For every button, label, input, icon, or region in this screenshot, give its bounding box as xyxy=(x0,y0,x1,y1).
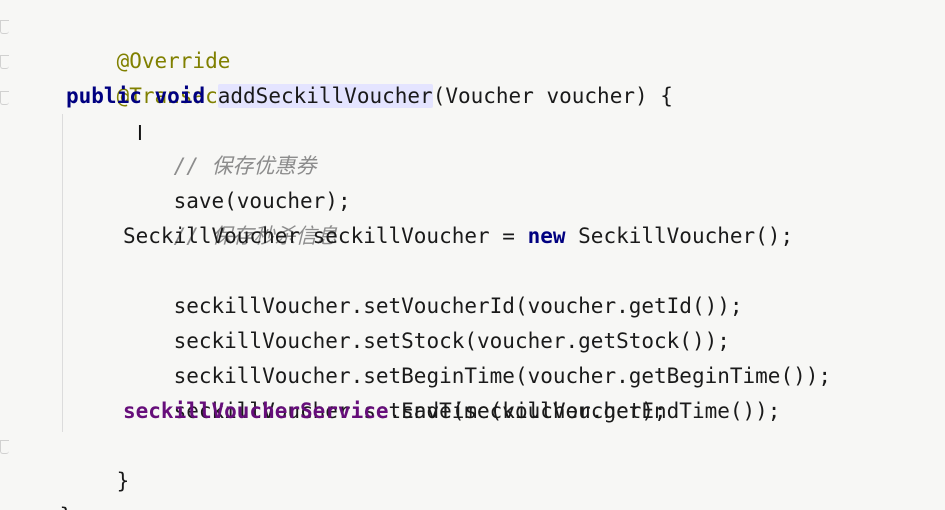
code-line-2[interactable]: @Transactional xyxy=(66,44,294,108)
declaration: SeckillVoucher seckillVoucher = xyxy=(123,224,528,248)
comment-save-coupon: // 保存优惠券 xyxy=(173,154,317,178)
service-save-call: .save(seckillVoucher); xyxy=(388,399,667,423)
fold-marker-icon[interactable] xyxy=(0,91,9,105)
set-stock-statement: seckillVoucher.setStock(voucher.getStock… xyxy=(173,329,730,353)
comment-save-seckill-info: // 保存秒杀信息 xyxy=(173,224,338,248)
code-line-9[interactable]: seckillVoucher.setStock(voucher.getStock… xyxy=(123,289,730,353)
code-line-1[interactable]: @Override xyxy=(66,9,231,73)
fold-marker-icon[interactable] xyxy=(0,20,9,34)
code-line-10[interactable]: seckillVoucher.setBeginTime(voucher.getB… xyxy=(123,324,831,388)
keyword-public: public xyxy=(66,84,142,108)
class-closing-brace: } xyxy=(60,504,73,510)
indent-guide xyxy=(62,114,63,432)
save-statement: save(voucher); xyxy=(173,189,351,213)
code-line-3[interactable]: public void addSeckillVoucher(Voucher vo… xyxy=(66,79,673,114)
code-line-13[interactable]: } xyxy=(66,429,130,493)
code-line-7[interactable]: SeckillVoucher seckillVoucher = new Seck… xyxy=(123,219,793,254)
text-cursor-icon: I xyxy=(137,121,143,145)
method-closing-brace: } xyxy=(116,469,130,493)
constructor-call: SeckillVoucher(); xyxy=(565,224,794,248)
service-field: seckillVoucherService xyxy=(123,399,389,423)
keyword-new: new xyxy=(527,224,566,248)
override-annotation: @Override xyxy=(116,49,231,73)
method-params: (Voucher voucher) { xyxy=(432,84,673,108)
set-voucher-id-statement: seckillVoucher.setVoucherId(voucher.getI… xyxy=(173,294,743,318)
code-line-14[interactable]: } xyxy=(9,464,73,510)
keyword-void: void xyxy=(154,84,206,108)
fold-marker-icon[interactable] xyxy=(0,55,9,69)
set-end-time-statement: seckillVoucher.setEndTime(voucher.getEnd… xyxy=(173,399,781,423)
code-line-4[interactable]: // 保存优惠券 xyxy=(123,114,317,178)
code-line-6[interactable]: // 保存秒杀信息 xyxy=(123,184,338,248)
fold-marker-icon[interactable] xyxy=(0,440,9,454)
method-name[interactable]: addSeckillVoucher xyxy=(217,84,433,108)
code-line-12[interactable]: seckillVoucherService.save(seckillVouche… xyxy=(123,394,667,429)
set-begin-time-statement: seckillVoucher.setBeginTime(voucher.getB… xyxy=(173,364,832,388)
code-line-8[interactable]: seckillVoucher.setVoucherId(voucher.getI… xyxy=(123,254,743,318)
code-line-11[interactable]: seckillVoucher.setEndTime(voucher.getEnd… xyxy=(123,359,781,423)
code-line-5[interactable]: save(voucher); xyxy=(123,149,351,213)
